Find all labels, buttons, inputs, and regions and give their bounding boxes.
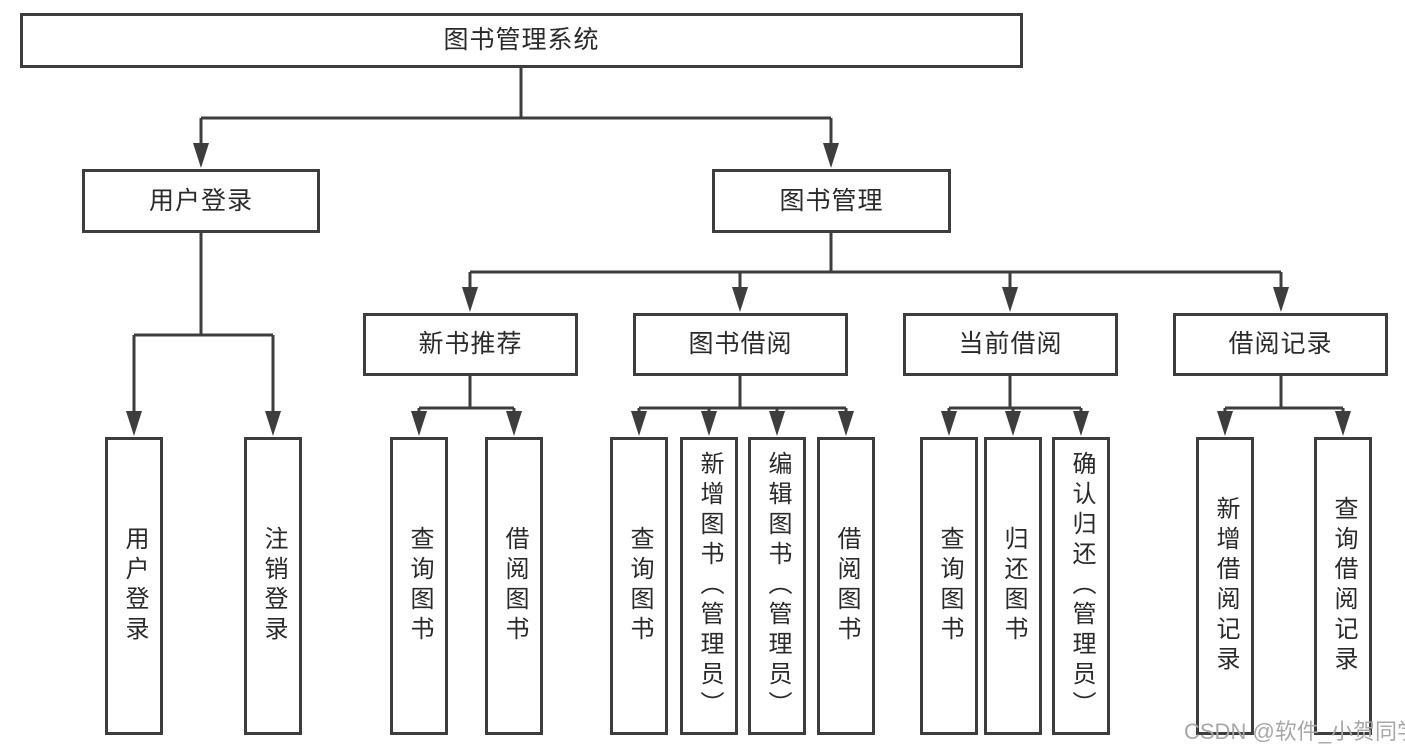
node-label: 当前借阅 [958,330,1063,358]
node-user-login: 用户登录 [82,169,320,233]
leaf-label: 编辑图书（管理员） [764,451,791,721]
node-borrow-records: 借阅记录 [1173,313,1388,376]
leaf-label: 新增借阅记录 [1212,496,1239,676]
node-label: 借阅记录 [1228,330,1333,358]
leaf-borrow-books-recommend: 借阅图书 [485,437,543,735]
leaf-label: 注销登录 [260,526,287,646]
node-root: 图书管理系统 [20,13,1023,68]
leaf-label: 确认归还（管理员） [1068,451,1095,721]
leaf-label: 查询图书 [936,526,963,646]
node-label: 用户登录 [148,186,253,215]
leaf-return-books: 归还图书 [984,437,1042,735]
leaf-logout: 注销登录 [244,437,302,735]
leaf-query-borrow-record: 查询借阅记录 [1314,437,1372,735]
node-label: 图书借阅 [688,330,793,358]
leaf-user-login: 用户登录 [105,437,163,735]
node-new-book-recommend: 新书推荐 [363,313,578,376]
csdn-watermark: CSDN @软件_小贺同学 [1184,719,1405,744]
leaf-add-borrow-record: 新增借阅记录 [1196,437,1254,735]
leaf-query-books-recommend: 查询图书 [390,437,448,735]
node-label: 图书管理 [779,186,884,215]
node-current-borrow: 当前借阅 [903,313,1118,376]
leaf-edit-books-admin: 编辑图书（管理员） [748,437,806,735]
leaf-label: 借阅图书 [501,526,528,646]
node-book-management: 图书管理 [712,169,951,233]
leaf-label: 用户登录 [121,526,148,646]
leaf-confirm-return-admin: 确认归还（管理员） [1052,437,1110,735]
node-label: 新书推荐 [418,330,523,358]
node-root-label: 图书管理系统 [443,26,600,54]
leaf-add-books-admin: 新增图书（管理员） [680,437,738,735]
leaf-query-books-current: 查询图书 [920,437,978,735]
node-book-borrow: 图书借阅 [633,313,848,376]
leaf-label: 查询图书 [406,526,433,646]
leaf-label: 新增图书（管理员） [696,451,723,721]
leaf-label: 归还图书 [1000,526,1027,646]
leaf-label: 查询图书 [626,526,653,646]
arrowheads [126,143,1351,436]
leaf-label: 借阅图书 [833,526,860,646]
leaf-query-books-borrow: 查询图书 [610,437,668,735]
leaf-label: 查询借阅记录 [1330,496,1357,676]
leaf-borrow-books: 借阅图书 [817,437,875,735]
